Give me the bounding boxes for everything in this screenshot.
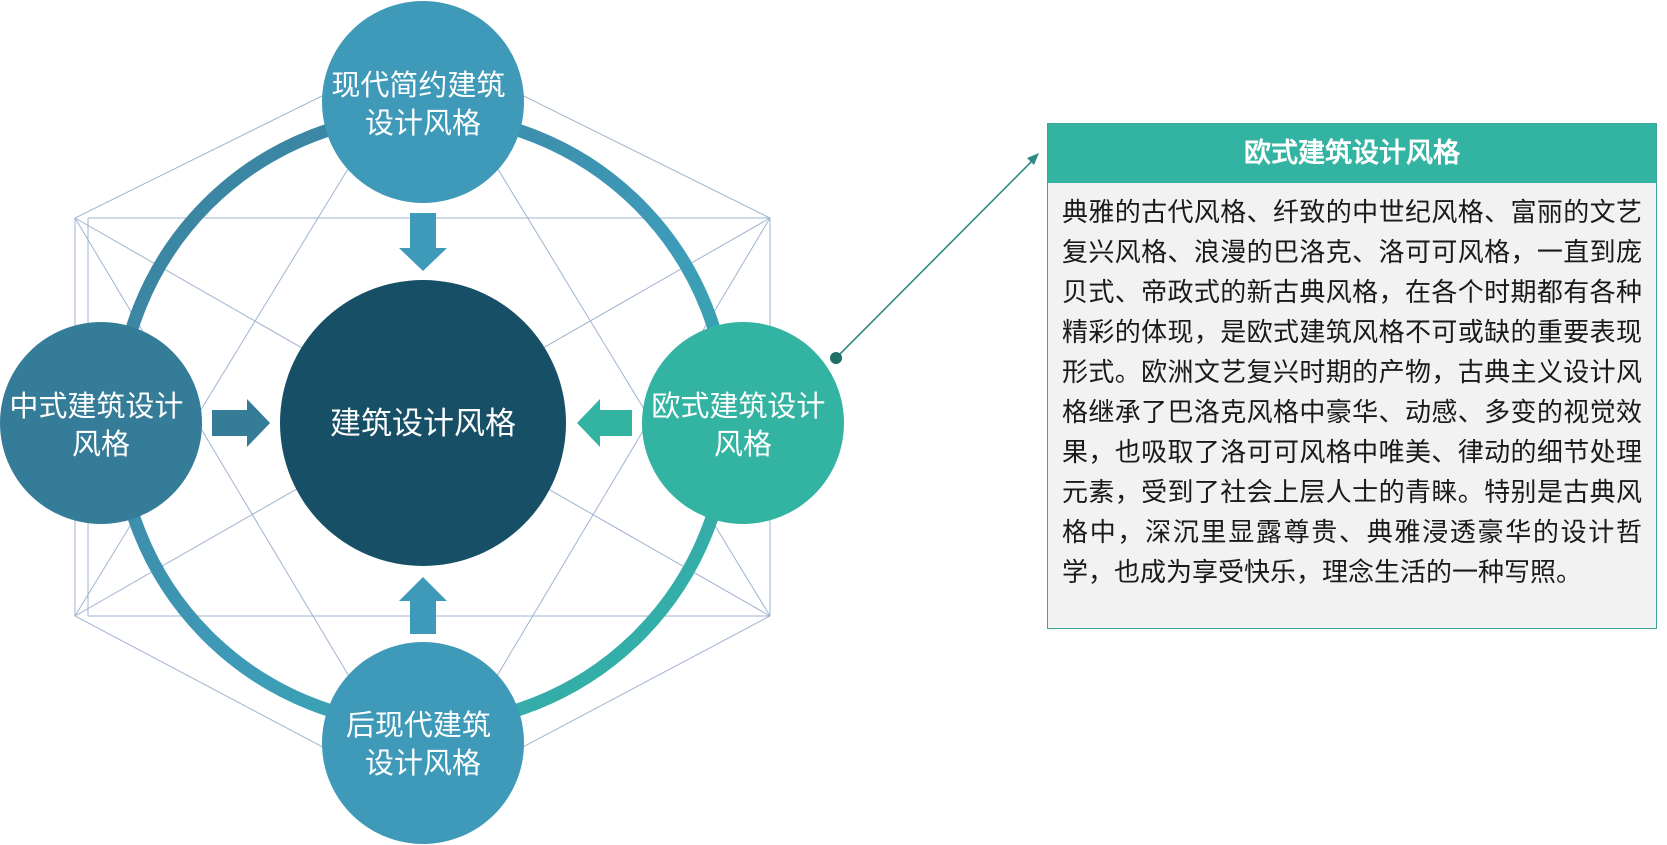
arrow-from-modern bbox=[399, 213, 447, 271]
connector-dot bbox=[830, 352, 842, 364]
node-postmodern-label-line1: 后现代建筑 bbox=[346, 708, 491, 742]
node-postmodern: 后现代建筑 设计风格 bbox=[322, 642, 524, 844]
callout-connector bbox=[830, 153, 1039, 364]
node-chinese-label-line2: 风格 bbox=[72, 427, 130, 461]
svg-text:欧式建筑设计 风格: 欧式建筑设计 风格 bbox=[651, 389, 834, 461]
node-european-label-line2: 风格 bbox=[714, 427, 772, 461]
center-node: 建筑设计风格 bbox=[280, 280, 566, 566]
node-modern: 现代简约建筑 设计风格 bbox=[322, 1, 524, 203]
node-postmodern-label-line2: 设计风格 bbox=[365, 746, 481, 780]
svg-text:现代简约建筑 设计风格: 现代简约建筑 设计风格 bbox=[331, 68, 514, 140]
node-chinese: 中式建筑设计 风格 bbox=[0, 322, 202, 524]
arrow-from-postmodern bbox=[399, 577, 447, 634]
arrow-from-chinese bbox=[212, 399, 270, 447]
node-modern-label-line2: 设计风格 bbox=[365, 106, 481, 140]
svg-text:后现代建筑 设计风格: 后现代建筑 设计风格 bbox=[346, 708, 500, 780]
center-node-label: 建筑设计风格 bbox=[330, 406, 516, 442]
node-modern-label-line1: 现代简约建筑 bbox=[331, 68, 505, 102]
node-european-label-line1: 欧式建筑设计 bbox=[651, 389, 825, 423]
node-chinese-label-line1: 中式建筑设计 bbox=[9, 389, 183, 423]
svg-text:中式建筑设计 风格: 中式建筑设计 风格 bbox=[9, 389, 192, 461]
arrow-from-european bbox=[577, 399, 632, 447]
european-style-panel: 欧式建筑设计风格 典雅的古代风格、纤致的中世纪风格、富丽的文艺复兴风格、浪漫的巴… bbox=[1047, 123, 1657, 629]
panel-title: 欧式建筑设计风格 bbox=[1048, 124, 1656, 183]
node-european: 欧式建筑设计 风格 bbox=[642, 322, 844, 524]
panel-body-text: 典雅的古代风格、纤致的中世纪风格、富丽的文艺复兴风格、浪漫的巴洛克、洛可可风格，… bbox=[1062, 198, 1642, 588]
